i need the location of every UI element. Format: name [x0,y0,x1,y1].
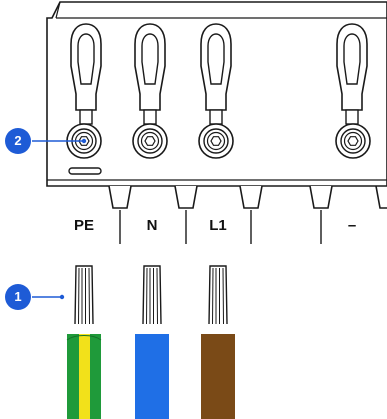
screw-n [132,123,168,159]
callout-2-dot [81,138,87,144]
screw-l1 [198,123,234,159]
callout-badge-2: 2 [5,128,31,154]
wire-pe [66,265,102,419]
clamp-pe [70,23,102,125]
foot-3 [239,185,263,209]
terminal-label-n: N [146,217,158,234]
callout-badge-1: 1 [5,284,31,310]
foot-2 [174,185,198,209]
clamp-minus [336,23,368,125]
clamp-n [134,23,166,125]
foot-1 [108,185,132,209]
callout-1-dot [59,294,65,300]
wire-l1 [201,265,235,419]
marking-slot [68,167,102,175]
foot-5 [375,185,387,209]
clamp-l1 [200,23,232,125]
wire-n [135,265,169,419]
screw-minus [335,123,371,159]
housing-ridge-line [55,1,61,19]
foot-4 [309,185,333,209]
terminal-label-l1: L1 [209,217,227,234]
terminal-label-minus: – [347,217,357,234]
terminal-label-pe: PE [73,217,94,234]
